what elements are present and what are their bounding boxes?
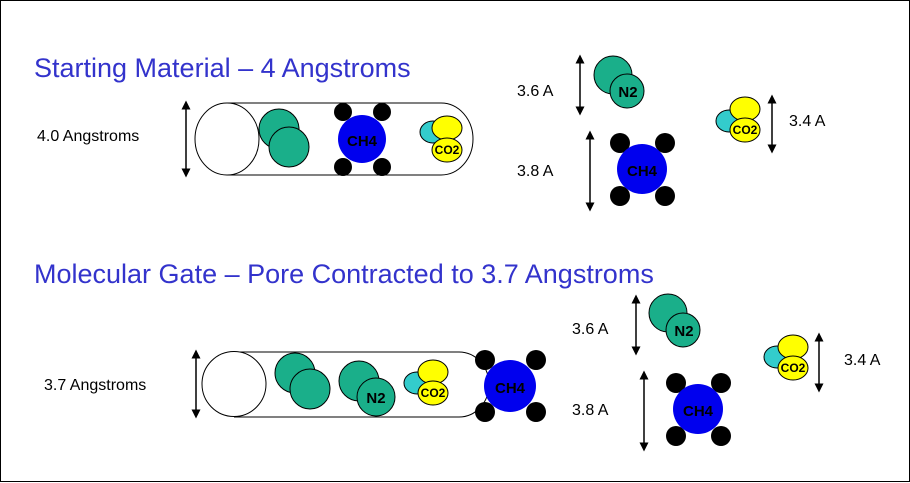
section1-n2-molecule: N2 [593, 55, 645, 109]
section2-n2-in-pore-2: N2 [338, 360, 396, 417]
section2-n2-in-pore-1 [274, 352, 331, 410]
section1-ch4-molecule: CH4 [610, 133, 675, 206]
section1-pore-label: 4.0 Angstroms [37, 128, 140, 145]
section1-ch4-in-pore-label: CH4 [347, 133, 378, 150]
section1-ch4-size: 3.8 A [517, 163, 554, 180]
section1-co2-size: 3.4 A [789, 113, 826, 130]
section1-n2-size: 3.6 A [517, 83, 554, 100]
section1-co2-in-pore: CO2 [419, 115, 463, 163]
section2-ch4-blocked: CH4 [475, 350, 546, 422]
section2-co2-molecule: CO2 [763, 334, 809, 381]
section1-co2-molecule: CO2 [715, 96, 761, 143]
section2-co2-in-pore: CO2 [403, 359, 449, 406]
section1-n2-in-pore [258, 108, 310, 168]
section2-n2-label: N2 [674, 323, 693, 340]
section1-ch4-in-pore: CH4 [334, 103, 391, 176]
section2-n2-size: 3.6 A [572, 321, 609, 338]
section2-co2-size: 3.4 A [844, 352, 881, 369]
section2-ch4-blocked-label: CH4 [495, 380, 526, 397]
section2-co2-in-pore-label: CO2 [421, 386, 446, 400]
section1-n2-label: N2 [618, 84, 637, 101]
section2-n2-molecule: N2 [648, 293, 701, 348]
section1-co2-in-pore-label: CO2 [435, 143, 460, 157]
section1-ch4-label: CH4 [627, 163, 658, 180]
section1-title: Starting Material – 4 Angstroms [34, 53, 411, 83]
section2-ch4-molecule: CH4 [666, 373, 731, 446]
section1-co2-label: CO2 [733, 123, 758, 137]
section2-ch4-size: 3.8 A [572, 402, 609, 419]
section2-n2-in-pore-label: N2 [366, 390, 385, 407]
section2-ch4-label: CH4 [683, 403, 714, 420]
section2-pore-label: 3.7 Angstroms [44, 377, 147, 394]
section1-pore-cylinder [194, 102, 474, 176]
section2-co2-label: CO2 [781, 361, 806, 375]
section2-title: Molecular Gate – Pore Contracted to 3.7 … [34, 259, 654, 289]
section2-pore-cylinder [201, 351, 490, 418]
